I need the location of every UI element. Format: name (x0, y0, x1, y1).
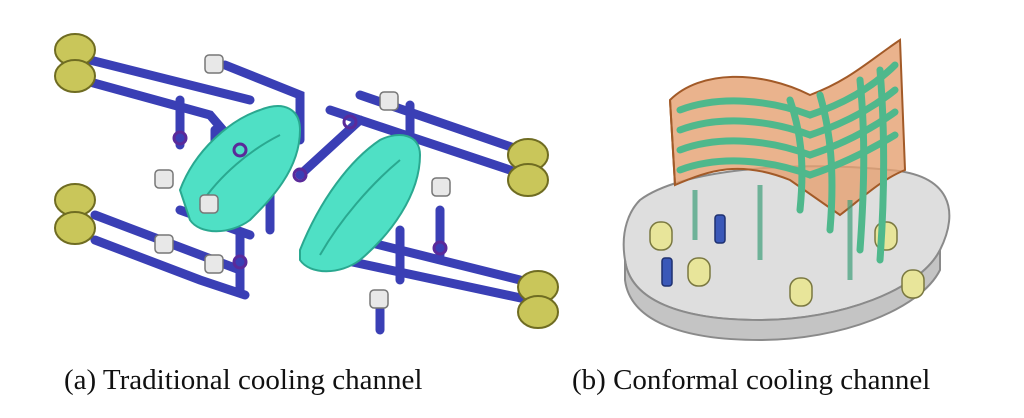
base-plate (622, 165, 951, 342)
conformal-channels (676, 61, 899, 264)
molded-part-left (178, 105, 302, 233)
conformal-cooling-illustration (622, 38, 951, 342)
traditional-cooling-illustration (54, 33, 559, 335)
caption-traditional-cooling: (a) Traditional cooling channel (64, 364, 423, 396)
molded-part-right (299, 134, 422, 273)
white-connectors (154, 54, 451, 309)
caption-conformal-cooling: (b) Conformal cooling channel (572, 364, 931, 396)
guide-bushings (649, 221, 925, 307)
channel-risers (692, 185, 853, 280)
blue-bolts (661, 214, 726, 287)
panel-traditional-cooling: (a) Traditional cooling channel (54, 33, 559, 396)
straight-pipe-network (85, 55, 535, 335)
end-fittings (54, 33, 559, 329)
panel-conformal-cooling: (b) Conformal cooling channel (560, 0, 1024, 418)
pipe-joints (172, 114, 448, 270)
